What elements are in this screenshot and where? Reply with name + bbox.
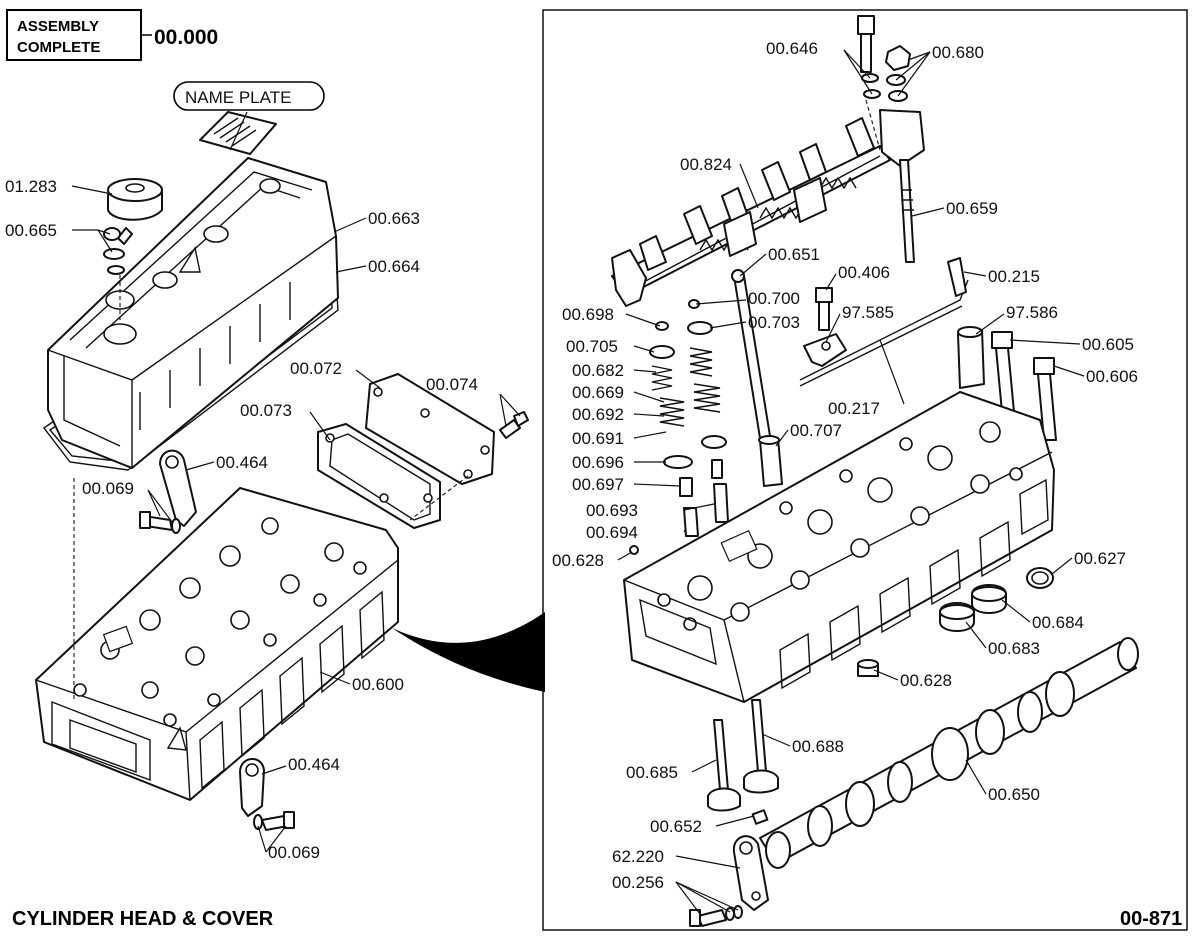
callout-bracket: 97.585 — [842, 303, 894, 322]
callout-tappet-707: 00.707 — [790, 421, 842, 440]
callout-cap-washers: 00.665 — [5, 221, 57, 240]
callout-key-652: 00.652 — [650, 817, 702, 836]
valve-688 — [743, 699, 779, 794]
callout-bolt-256: 00.256 — [612, 873, 664, 892]
callout-bolt-top: 00.646 — [766, 39, 818, 58]
right-callouts: 00.646 00.680 00.824 00.659 00.651 00.40… — [552, 39, 1138, 892]
plug-627 — [1026, 567, 1054, 589]
callout-plate-62220: 62.220 — [612, 847, 664, 866]
callout-valve-688: 00.688 — [792, 737, 844, 756]
callout-bolt-605: 00.605 — [1082, 335, 1134, 354]
callout-guide-693: 00.693 — [586, 501, 638, 520]
callout-spring-669: 00.669 — [572, 383, 624, 402]
callout-seal-700: 00.700 — [748, 289, 800, 308]
leader-lines — [71, 49, 1085, 915]
cover-plate-gasket — [317, 423, 441, 529]
callout-plate-gasket: 00.073 — [240, 401, 292, 420]
detail-frame — [542, 9, 1188, 931]
callout-sleeve: 97.586 — [1006, 303, 1058, 322]
callout-seal-697: 00.697 — [572, 475, 624, 494]
callout-head: 00.600 — [352, 675, 404, 694]
injector-bracket — [803, 333, 847, 367]
callout-plug-628-top: 00.628 — [552, 551, 604, 570]
callout-hanger-top: 00.464 — [216, 453, 268, 472]
callout-bolt-top: 00.069 — [82, 479, 134, 498]
tappet — [758, 435, 783, 487]
name-plate-label: NAME PLATE — [185, 88, 291, 107]
valve-train-right — [687, 299, 729, 523]
callout-cover: 00.663 — [368, 209, 420, 228]
assembly-line2: COMPLETE — [17, 39, 100, 56]
callout-camshaft: 00.650 — [988, 785, 1040, 804]
callout-valve-685: 00.685 — [626, 763, 678, 782]
callout-plug-684: 00.684 — [1032, 613, 1084, 632]
cover-plate-bolt — [499, 411, 529, 439]
callout-bolt-606: 00.606 — [1086, 367, 1138, 386]
callout-plug-628-bottom: 00.628 — [900, 671, 952, 690]
callout-plate: 00.072 — [290, 359, 342, 378]
callout-nuts-top: 00.680 — [932, 43, 984, 62]
plug-628-bottom — [857, 659, 879, 677]
callout-line-217: 00.217 — [828, 399, 880, 418]
valve-train-left — [649, 321, 699, 537]
rocker-arm-assembly — [611, 109, 925, 307]
plug-684 — [971, 584, 1007, 614]
camshaft — [759, 637, 1139, 869]
callout-plate-bolt: 00.074 — [426, 375, 478, 394]
cylinder-head-left — [35, 487, 399, 801]
oil-filler-cap — [103, 178, 163, 320]
left-callouts: 01.283 00.665 00.663 00.664 00.072 00.07… — [5, 177, 478, 862]
camshaft-key — [751, 809, 769, 825]
cylinder-head-right — [623, 391, 1055, 703]
head-bolt-605 — [991, 331, 1015, 413]
lifting-hanger-bottom — [239, 758, 265, 817]
callout-rocker-shaft: 00.824 — [680, 155, 732, 174]
name-plate-tag: NAME PLATE — [173, 81, 325, 111]
callout-plug-683: 00.683 — [988, 639, 1040, 658]
detail-arrow — [392, 612, 545, 692]
injector-line — [799, 257, 969, 387]
callout-spring-692: 00.692 — [572, 405, 624, 424]
callout-bolt-406: 00.406 — [838, 263, 890, 282]
callout-cover-gasket: 00.664 — [368, 257, 420, 276]
callout-bolt-bottom: 00.069 — [268, 843, 320, 862]
callout-plug-627: 00.627 — [1074, 549, 1126, 568]
cover-plate — [365, 373, 495, 485]
rocker-nuts — [885, 45, 911, 102]
callout-guide-694: 00.694 — [586, 523, 638, 542]
diagram-title: CYLINDER HEAD & COVER — [12, 908, 274, 930]
head-bolt-606 — [1033, 357, 1057, 441]
callout-washer-703: 00.703 — [748, 313, 800, 332]
assembly-code: 00.000 — [154, 26, 218, 49]
bracket-bolt — [815, 287, 833, 331]
lifting-hanger-top — [159, 449, 197, 527]
hanger-bolt-bottom — [253, 811, 295, 831]
callout-stud: 00.659 — [946, 199, 998, 218]
callout-seat-696: 00.696 — [572, 453, 624, 472]
injector-sleeve — [957, 326, 985, 389]
callout-push-rod: 00.651 — [768, 245, 820, 264]
assembly-line1: ASSEMBLY — [17, 18, 99, 35]
plug-683 — [939, 602, 975, 632]
callout-spring-691: 00.691 — [572, 429, 624, 448]
thrust-plate-bolt — [689, 905, 743, 927]
callout-hanger-bottom: 00.464 — [288, 755, 340, 774]
callout-cap: 01.283 — [5, 177, 57, 196]
rocker-bolt — [857, 15, 881, 99]
callout-retainer-705: 00.705 — [566, 337, 618, 356]
callout-cap-698: 00.698 — [562, 305, 614, 324]
hanger-bolt-top — [139, 511, 181, 534]
rocker-stud — [899, 159, 915, 263]
page-code: 00-871 — [1120, 908, 1182, 930]
camshaft-thrust-plate — [732, 835, 769, 911]
assembly-complete-box: ASSEMBLY COMPLETE 00.000 — [6, 9, 218, 61]
callout-injector-line: 00.215 — [988, 267, 1040, 286]
valve-685 — [707, 719, 741, 812]
valve-cover — [42, 111, 339, 471]
callout-spring-682: 00.682 — [572, 361, 624, 380]
